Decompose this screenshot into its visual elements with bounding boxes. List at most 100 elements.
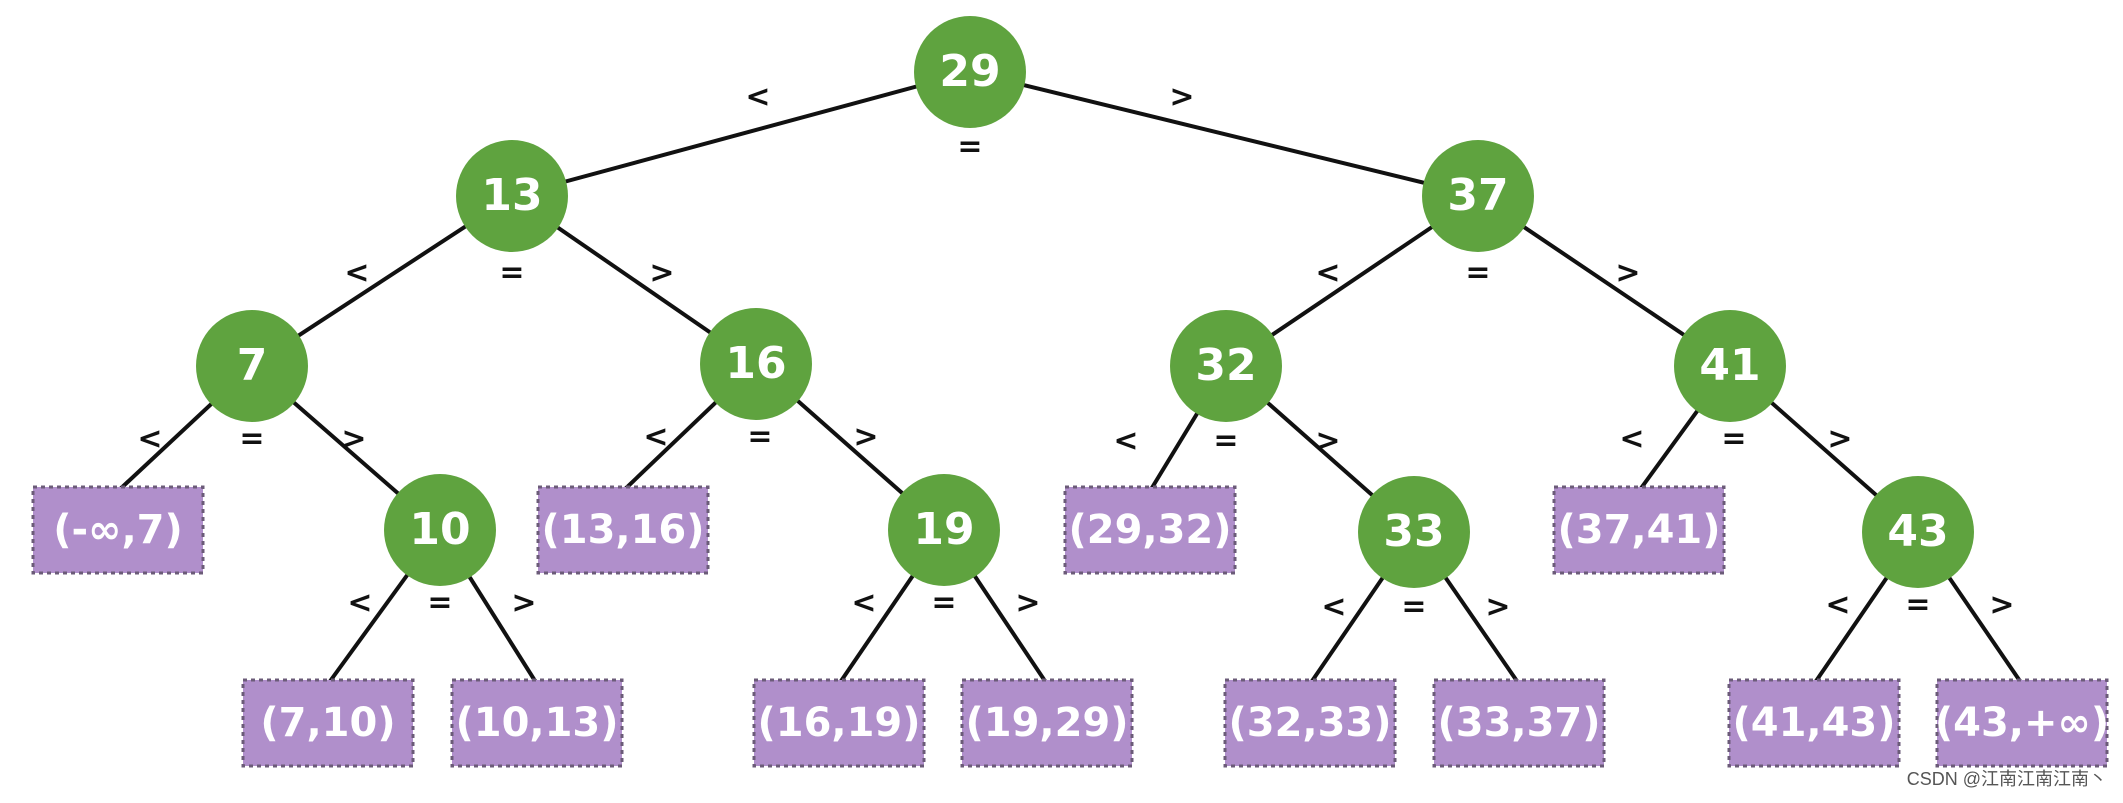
leaf-label: (10,13) [455,700,618,746]
symbol-gt-n41: > [1827,422,1852,457]
symbols-layer: <=><=><=><=><=><=><=><=><=><=><=> [137,80,2014,625]
leaf-l41-43: (41,43) [1727,678,1901,768]
symbol-gt-n16: > [853,420,878,455]
tree-node-41: 41 [1674,310,1786,422]
node-circle [914,16,1026,128]
symbol-gt-n32: > [1315,424,1340,459]
symbol-lt-n37: < [1315,256,1340,291]
leaf-l-inf-7: (-∞,7) [31,485,205,575]
node-circle [888,474,1000,586]
leaf-label: (-∞,7) [53,507,183,553]
leaf-label: (29,32) [1068,507,1231,553]
symbol-eq-n41: = [1721,422,1746,457]
leaf-box [1432,678,1606,768]
symbol-eq-n10: = [427,586,452,621]
symbol-lt-n29: < [745,80,770,115]
tree-node-7: 7 [196,310,308,422]
leaves-layer: (-∞,7) (13,16) (29,32) (37,41) (7,10) (10,13)… [31,485,2109,768]
nodes-layer: 29 13 37 7 16 32 41 10 19 33 43 [196,16,1974,588]
node-label: 7 [237,340,268,391]
symbol-gt-n37: > [1615,256,1640,291]
node-circle [384,474,496,586]
symbol-lt-n10: < [347,586,372,621]
node-label: 13 [481,170,542,221]
leaf-l37-41: (37,41) [1552,485,1726,575]
leaf-l33-37: (33,37) [1432,678,1606,768]
node-circle [1674,310,1786,422]
leaf-box [536,485,710,575]
node-circle [196,310,308,422]
symbol-eq-n33: = [1401,590,1426,625]
symbol-gt-n7: > [341,422,366,457]
symbol-lt-n7: < [137,422,162,457]
symbol-eq-n19: = [931,586,956,621]
symbol-eq-n32: = [1213,424,1238,459]
node-label: 37 [1447,170,1508,221]
leaf-box [1552,485,1726,575]
symbol-lt-n13: < [344,256,369,291]
node-circle [1170,310,1282,422]
symbol-lt-n32: < [1113,424,1138,459]
node-circle [456,140,568,252]
symbol-gt-n43: > [1989,588,2014,623]
leaf-l32-33: (32,33) [1223,678,1397,768]
symbol-eq-n29: = [957,130,982,165]
node-circle [1862,476,1974,588]
leaf-box [241,678,415,768]
leaf-label: (16,19) [757,700,920,746]
watermark: CSDN @江南江南江南丶 [1906,769,2107,789]
leaf-l10-13: (10,13) [450,678,624,768]
symbol-eq-n13: = [499,256,524,291]
leaf-label: (7,10) [260,700,395,746]
leaf-label: (32,33) [1228,700,1391,746]
symbol-lt-n33: < [1321,590,1346,625]
symbol-gt-n33: > [1485,590,1510,625]
symbol-lt-n19: < [851,586,876,621]
leaf-box [450,678,624,768]
symbol-gt-n19: > [1015,586,1040,621]
symbol-lt-n16: < [643,420,668,455]
symbol-gt-n10: > [511,586,536,621]
edge-n29-n37 [969,70,1479,198]
node-circle [700,308,812,420]
tree-node-37: 37 [1422,140,1534,252]
symbol-eq-n43: = [1905,588,1930,623]
leaf-box [1727,678,1901,768]
tree-node-16: 16 [700,308,812,420]
node-label: 32 [1195,340,1256,391]
leaf-box [1063,485,1237,575]
leaf-box [1223,678,1397,768]
leaf-l29-32: (29,32) [1063,485,1237,575]
symbol-eq-n37: = [1465,256,1490,291]
tree-node-10: 10 [384,474,496,586]
symbol-gt-n13: > [649,256,674,291]
node-circle [1358,476,1470,588]
tree-node-29: 29 [914,16,1026,128]
node-circle [1422,140,1534,252]
leaf-label: (19,29) [965,700,1128,746]
leaf-label: (33,37) [1437,700,1600,746]
leaf-box [31,485,205,575]
symbol-eq-n7: = [239,422,264,457]
leaf-label: (41,43) [1732,700,1895,746]
tree-node-19: 19 [888,474,1000,586]
leaf-box [960,678,1134,768]
leaf-label: (13,16) [541,507,704,553]
symbol-lt-n41: < [1619,422,1644,457]
tree-node-43: 43 [1862,476,1974,588]
leaf-l13-16: (13,16) [536,485,710,575]
node-label: 10 [409,504,470,555]
leaf-l16-19: (16,19) [752,678,926,768]
tree-node-33: 33 [1358,476,1470,588]
leaf-l7-10: (7,10) [241,678,415,768]
edge-n29-n13 [511,70,971,198]
node-label: 41 [1699,340,1760,391]
leaf-l19-29: (19,29) [960,678,1134,768]
node-label: 33 [1383,506,1444,557]
symbol-lt-n43: < [1825,588,1850,623]
symbol-eq-n16: = [747,420,772,455]
tree-node-13: 13 [456,140,568,252]
leaf-l43-inf: (43,+∞) [1935,678,2109,768]
leaf-label: (37,41) [1557,507,1720,553]
